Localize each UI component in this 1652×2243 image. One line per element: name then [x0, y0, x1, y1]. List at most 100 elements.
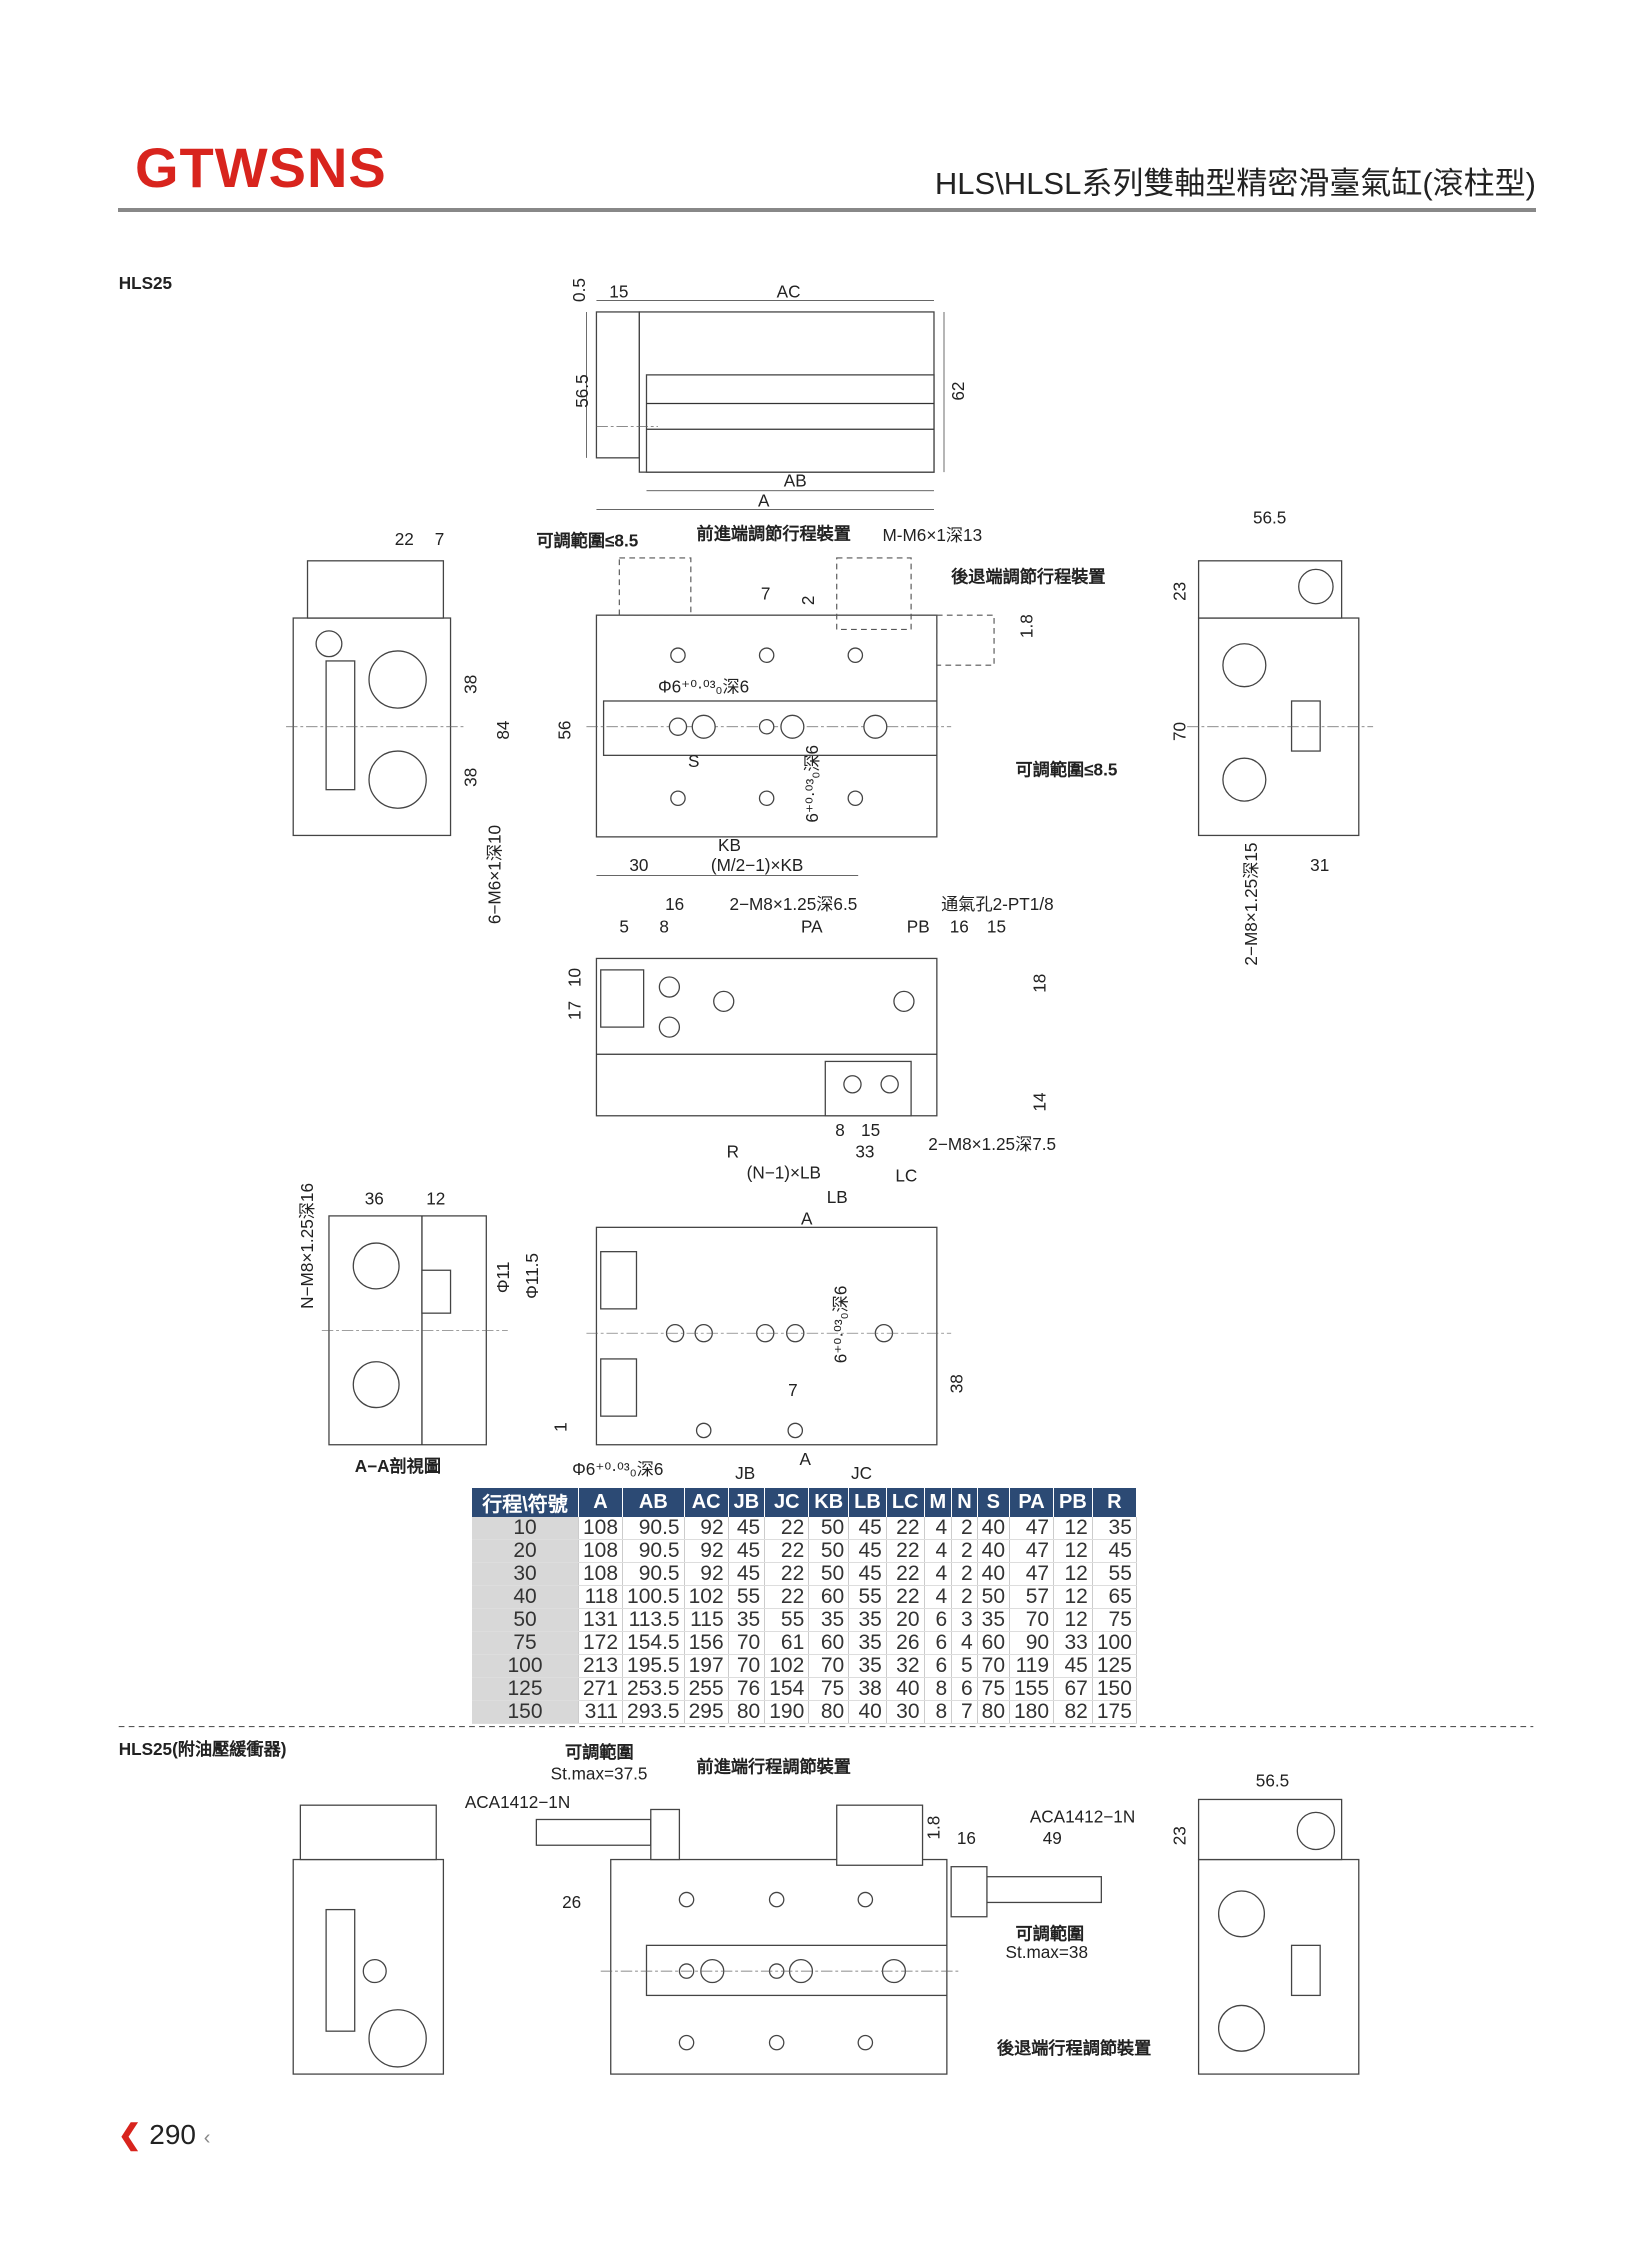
value-cell: 4 — [951, 1631, 978, 1655]
column-header: M — [924, 1488, 953, 1517]
column-header: 行程\符號 — [472, 1488, 579, 1517]
dim-label: (M/2−1)×KB — [711, 855, 804, 875]
value-cell: 172 — [578, 1631, 624, 1655]
dim-label: Φ6⁺⁰·⁰³₀深6 — [658, 676, 749, 696]
value-cell: 70 — [1009, 1608, 1055, 1632]
value-cell: 22 — [886, 1539, 925, 1563]
dim-label: 15 — [609, 282, 628, 302]
dim-label: S — [688, 751, 699, 771]
column-header: N — [951, 1488, 978, 1517]
value-cell: 180 — [1009, 1700, 1055, 1724]
value-cell: 40 — [977, 1562, 1011, 1586]
value-cell: 156 — [684, 1631, 729, 1655]
value-cell: 50 — [808, 1517, 850, 1540]
value-cell: 55 — [764, 1608, 810, 1632]
value-cell: 22 — [886, 1562, 925, 1586]
value-cell: 92 — [684, 1539, 729, 1563]
dim-label: 2−M8×1.25深7.5 — [928, 1134, 1056, 1154]
dim-label: St.max=37.5 — [551, 1763, 648, 1783]
column-header: PA — [1009, 1488, 1055, 1517]
value-cell: 12 — [1053, 1608, 1093, 1632]
value-cell: 26 — [886, 1631, 925, 1655]
value-cell: 197 — [684, 1654, 729, 1678]
value-cell: 75 — [1092, 1608, 1137, 1632]
value-cell: 8 — [924, 1700, 953, 1724]
dim-label: 49 — [1043, 1828, 1062, 1848]
page-title: HLS\HLSL系列雙軸型精密滑臺氣缸(滾柱型) — [934, 166, 1536, 201]
column-header: AC — [684, 1488, 729, 1517]
value-cell: 125 — [1092, 1654, 1137, 1678]
page-number-text: 290 — [149, 2119, 196, 2150]
dim-label: 1 — [550, 1422, 570, 1432]
column-header: A — [578, 1488, 624, 1517]
value-cell: 70 — [808, 1654, 850, 1678]
dim-label: 12 — [426, 1188, 445, 1208]
value-cell: 45 — [728, 1562, 766, 1586]
value-cell: 40 — [886, 1677, 925, 1701]
stroke-cell: 50 — [472, 1608, 579, 1632]
dim-label: 31 — [1310, 855, 1329, 875]
value-cell: 35 — [977, 1608, 1011, 1632]
value-cell: 6 — [924, 1654, 953, 1678]
value-cell: 47 — [1009, 1562, 1055, 1586]
value-cell: 12 — [1053, 1539, 1093, 1563]
dim-label: 8 — [835, 1120, 845, 1140]
value-cell: 92 — [684, 1562, 729, 1586]
callout-label: M-M6×1深13 — [882, 525, 982, 545]
dim-label: 38 — [460, 675, 480, 694]
value-cell: 65 — [1092, 1585, 1137, 1609]
plan-view-drawing: 可調範圍≤8.5 前進端調節行程裝置 M-M6×1深13 後退端調節行程裝置 7… — [536, 523, 1118, 876]
value-cell: 57 — [1009, 1585, 1055, 1609]
stroke-cell: 75 — [472, 1631, 579, 1655]
dim-label: 2 — [798, 596, 818, 606]
column-header: LB — [848, 1488, 887, 1517]
value-cell: 35 — [848, 1654, 887, 1678]
value-cell: 90.5 — [622, 1539, 685, 1563]
value-cell: 55 — [1092, 1562, 1137, 1586]
value-cell: 12 — [1053, 1585, 1093, 1609]
value-cell: 7 — [951, 1700, 978, 1724]
value-cell: 213 — [578, 1654, 624, 1678]
value-cell: 118 — [578, 1585, 624, 1609]
damper-drawings: 可調範圍 St.max=37.5 前進端行程調節裝置 ACA1412−1N 26… — [292, 1742, 1360, 2075]
dim-label: A — [801, 1208, 813, 1228]
value-cell: 131 — [578, 1608, 624, 1632]
value-cell: 12 — [1053, 1517, 1093, 1540]
value-cell: 293.5 — [622, 1700, 685, 1724]
dim-label: 22 — [395, 529, 414, 549]
value-cell: 155 — [1009, 1677, 1055, 1701]
value-cell: 76 — [728, 1677, 766, 1701]
stroke-cell: 40 — [472, 1585, 579, 1609]
value-cell: 154.5 — [622, 1631, 685, 1655]
callout-label: 可調範圍 — [565, 1742, 634, 1762]
value-cell: 40 — [848, 1700, 887, 1724]
value-cell: 50 — [808, 1539, 850, 1563]
header-divider — [118, 208, 1536, 212]
dim-label: PA — [801, 917, 823, 937]
column-header: S — [977, 1488, 1011, 1517]
column-header: LC — [886, 1488, 925, 1517]
value-cell: 45 — [848, 1562, 887, 1586]
callout-label: 可調範圍≤8.5 — [536, 531, 638, 551]
value-cell: 45 — [1092, 1539, 1137, 1563]
dim-label: 38 — [460, 768, 480, 787]
dim-label: 2−M8×1.25深6.5 — [729, 894, 857, 914]
dim-label: 10 — [565, 968, 585, 987]
value-cell: 90.5 — [622, 1562, 685, 1586]
value-cell: 150 — [1092, 1677, 1137, 1701]
dim-label: 56.5 — [1256, 1771, 1289, 1791]
stroke-cell: 30 — [472, 1562, 579, 1586]
value-cell: 38 — [848, 1677, 887, 1701]
value-cell: 30 — [886, 1700, 925, 1724]
dim-label: 7 — [761, 583, 771, 603]
dim-label: 5 — [619, 917, 629, 937]
value-cell: 35 — [1092, 1517, 1137, 1540]
value-cell: 115 — [684, 1608, 729, 1632]
dim-label: LB — [827, 1187, 848, 1207]
value-cell: 100 — [1092, 1631, 1137, 1655]
value-cell: 4 — [924, 1517, 953, 1540]
